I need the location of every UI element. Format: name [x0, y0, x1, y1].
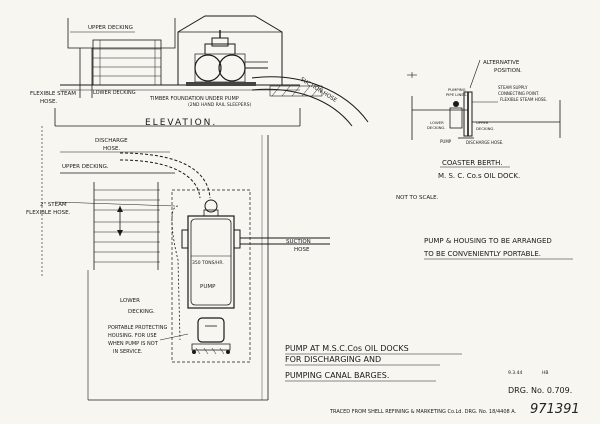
coaster-upper-decking-label-2: DECKING. — [476, 126, 495, 131]
plan-discharge-hose-label-1: DISCHARGE — [95, 138, 128, 144]
drawing-number: DRG. No. 0.709. — [508, 386, 572, 395]
coaster-lower-decking-label-2: DECKING. — [427, 125, 446, 130]
title-line-3: PUMPING CANAL BARGES. — [285, 371, 389, 380]
coaster-pumping-label-1: PUMPING — [448, 87, 466, 92]
drawing-initials: HB — [542, 370, 548, 376]
coaster-title-2: M. S. C. Co.s OIL DOCK. — [438, 172, 520, 180]
plan-suction-hose-label-2: HOSE — [294, 247, 310, 253]
coaster-steam-supply-label-1: STEAM SUPPLY — [498, 85, 528, 90]
coaster-alternative-label-1: ALTERNATIVE — [483, 60, 520, 66]
notes: NOT TO SCALE. PUMP & HOUSING TO BE ARRAN… — [396, 195, 573, 260]
elevation-title: ELEVATION. — [145, 118, 217, 128]
traced-from-note: TRACED FROM SHELL REFINING & MARKETING C… — [329, 409, 517, 415]
elevation-steam-hose-label-2: HOSE. — [40, 99, 57, 105]
plan-lower-decking-label-1: LOWER — [120, 298, 140, 304]
not-to-scale-note: NOT TO SCALE. — [396, 195, 439, 201]
coaster-title-1: COASTER BERTH. — [442, 159, 503, 167]
coaster-lower-decking-label-1: LOWER — [430, 120, 444, 125]
plan-discharge-hose-label-2: HOSE. — [103, 146, 120, 152]
plan-lower-decking-label-2: DECKING. — [128, 309, 155, 315]
coaster-pumping-label-2: PIPE LINES. — [446, 92, 467, 97]
elevation-timber-foundation-label: TIMBER FOUNDATION UNDER PUMP — [149, 96, 239, 102]
drawing-date: 9.3.44 — [508, 370, 522, 376]
plan-housing-note-3: WHEN PUMP IS NOT — [108, 341, 159, 347]
plan-steam-hose-label-2: FLEXIBLE HOSE. — [26, 210, 71, 216]
portable-note-line-1: PUMP & HOUSING TO BE ARRANGED — [424, 237, 552, 245]
plan-suction-hose-label-1: SUCTION — [286, 239, 311, 245]
catalogue-number: 971391 — [530, 402, 580, 417]
plan-housing-note-2: HOUSING. FOR USE — [108, 333, 157, 339]
elevation-lower-decking-label: LOWER DECKING — [93, 90, 136, 96]
coaster-berth-view: ALTERNATIVE POSITION. PUMPING PIPE LINES… — [407, 59, 561, 180]
title-block: PUMP AT M.S.C.Cos OIL DOCKS FOR DISCHARG… — [285, 344, 580, 417]
plan-housing-note-4: IN SERVICE. — [113, 349, 143, 355]
plan-housing-note-1: PORTABLE PROTECTING — [108, 325, 168, 331]
elevation-view: UPPER DECKING LOWER DECKING FLEXIBLE STE… — [30, 15, 369, 128]
coaster-upper-decking-label-1: UPPER — [476, 120, 489, 125]
elevation-upper-decking-label: UPPER DECKING — [88, 25, 133, 31]
plan-upper-decking-label: UPPER DECKING. — [62, 164, 109, 170]
coaster-pump-label: PUMP — [440, 139, 452, 144]
elevation-timber-foundation-note: (2ND HAND RAIL SLEEPERS) — [188, 102, 251, 108]
plan-steam-hose-label-1: 2" STEAM — [40, 202, 67, 208]
plan-pump-rating-label: 350 TONS/HR. — [192, 260, 224, 266]
coaster-alternative-label-2: POSITION. — [494, 68, 522, 74]
plan-view: DISCHARGE HOSE. UPPER DECKING. 2" STEAM … — [26, 126, 330, 401]
coaster-discharge-hose-label: DISCHARGE HOSE. — [466, 140, 504, 145]
elevation-steam-hose-label-1: FLEXIBLE STEAM — [30, 91, 76, 97]
plan-pump-label: PUMP — [200, 284, 216, 290]
title-line-1: PUMP AT M.S.C.Cos OIL DOCKS — [285, 344, 409, 353]
title-line-2: FOR DISCHARGING AND — [285, 355, 381, 364]
coaster-steam-supply-label-3: FLEXIBLE STEAM HOSE. — [500, 97, 547, 102]
coaster-steam-supply-label-2: CONNECTING POINT. — [498, 91, 539, 96]
portable-note-line-2: TO BE CONVENIENTLY PORTABLE. — [423, 250, 541, 258]
